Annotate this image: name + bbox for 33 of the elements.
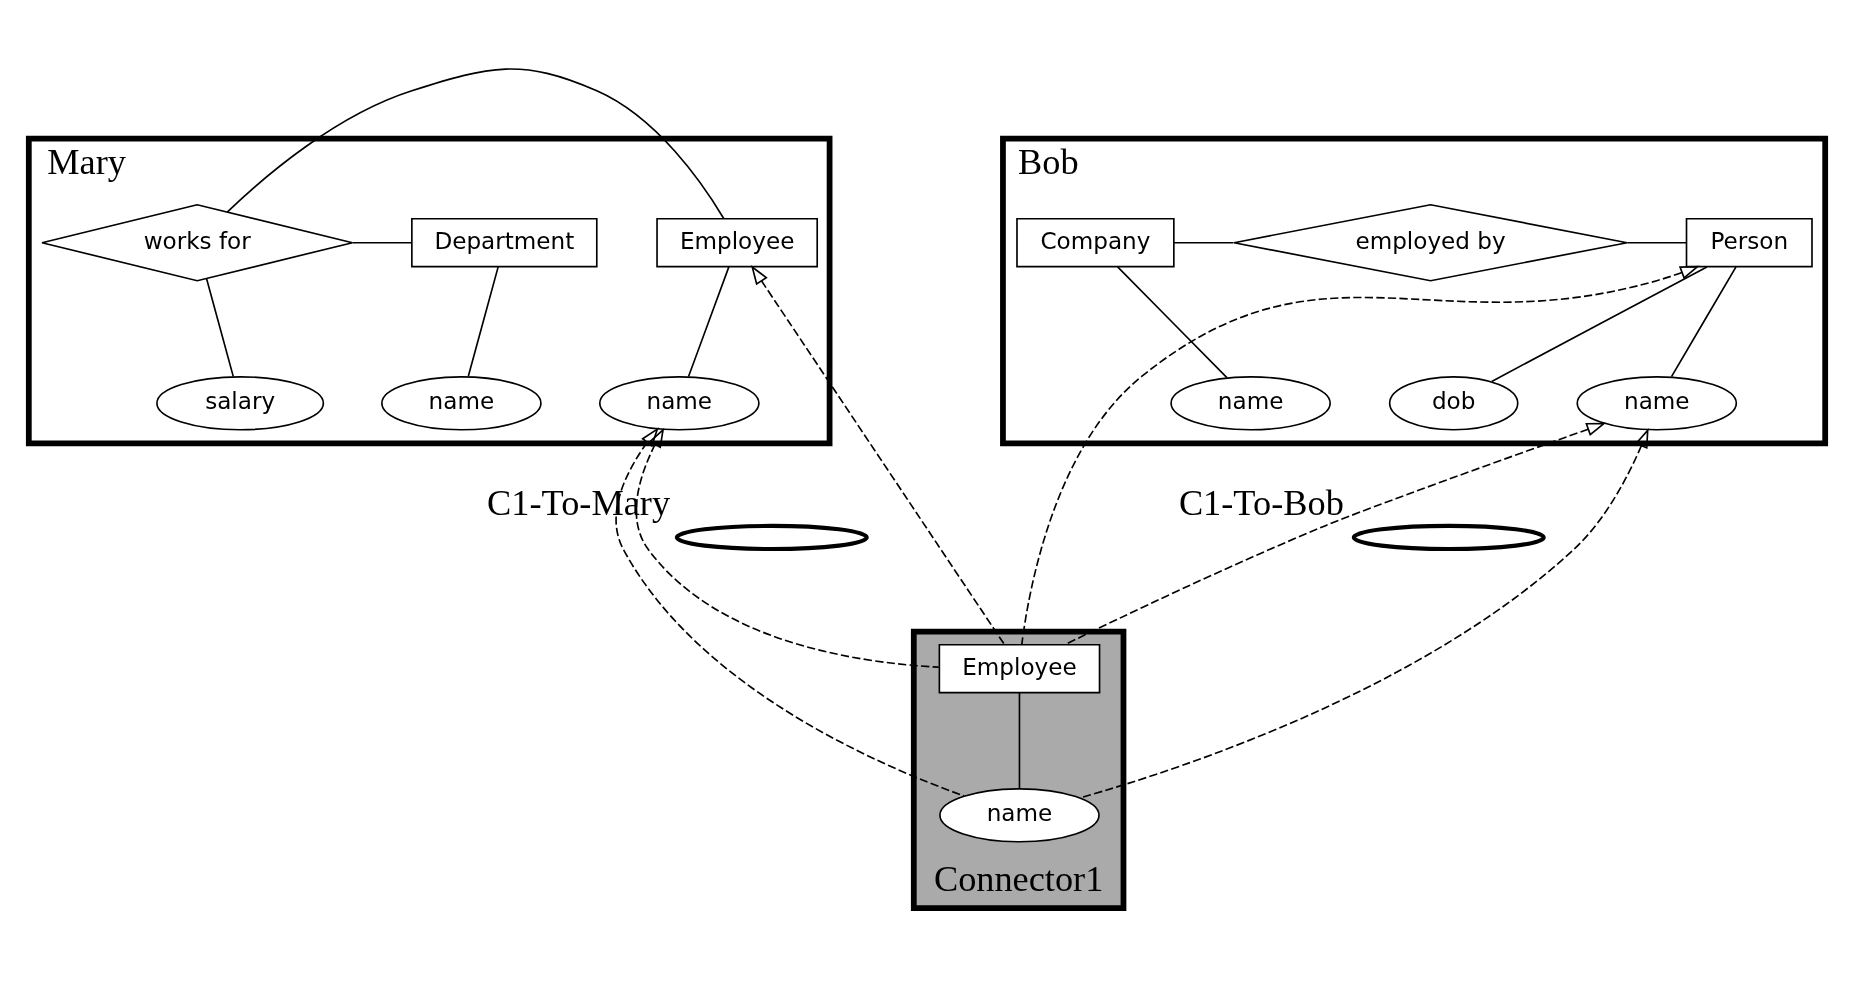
connector: [1626, 241, 1688, 244]
connector: [1173, 241, 1235, 244]
connector: [1116, 265, 1228, 378]
node-label: C1-To-Bob: [1178, 482, 1344, 523]
connector: [205, 277, 235, 377]
node-box: Employee: [656, 217, 819, 267]
node-diamond: works for: [41, 203, 354, 282]
node-ellipse: name: [939, 787, 1100, 843]
node-ellipse: name: [381, 375, 542, 431]
arrow: [1020, 265, 1700, 645]
node-box: Department: [411, 217, 598, 267]
connector: [351, 241, 413, 244]
connector: [1490, 265, 1708, 382]
node-ellipse: name: [1170, 375, 1331, 431]
connector: [467, 265, 499, 377]
arrow: [635, 427, 940, 668]
node-box: Employee: [938, 643, 1101, 693]
node-ellipse: name: [598, 375, 760, 431]
node-ellipse: salary: [156, 375, 325, 431]
node-ellipse: [674, 523, 869, 551]
connector: [1670, 265, 1737, 377]
node-diamond: employed by: [1233, 203, 1628, 282]
connector: [226, 67, 725, 219]
node-box: Company: [1016, 217, 1175, 267]
connector: [1018, 691, 1021, 789]
node-ellipse: name: [1576, 375, 1738, 431]
node-ellipse: [1351, 523, 1546, 551]
node-ellipse: dob: [1388, 375, 1519, 431]
node-box: Person: [1685, 217, 1813, 267]
arrow: [615, 426, 965, 797]
arrow: [1064, 422, 1607, 645]
connector: [687, 265, 730, 377]
arrow: [750, 264, 1006, 646]
